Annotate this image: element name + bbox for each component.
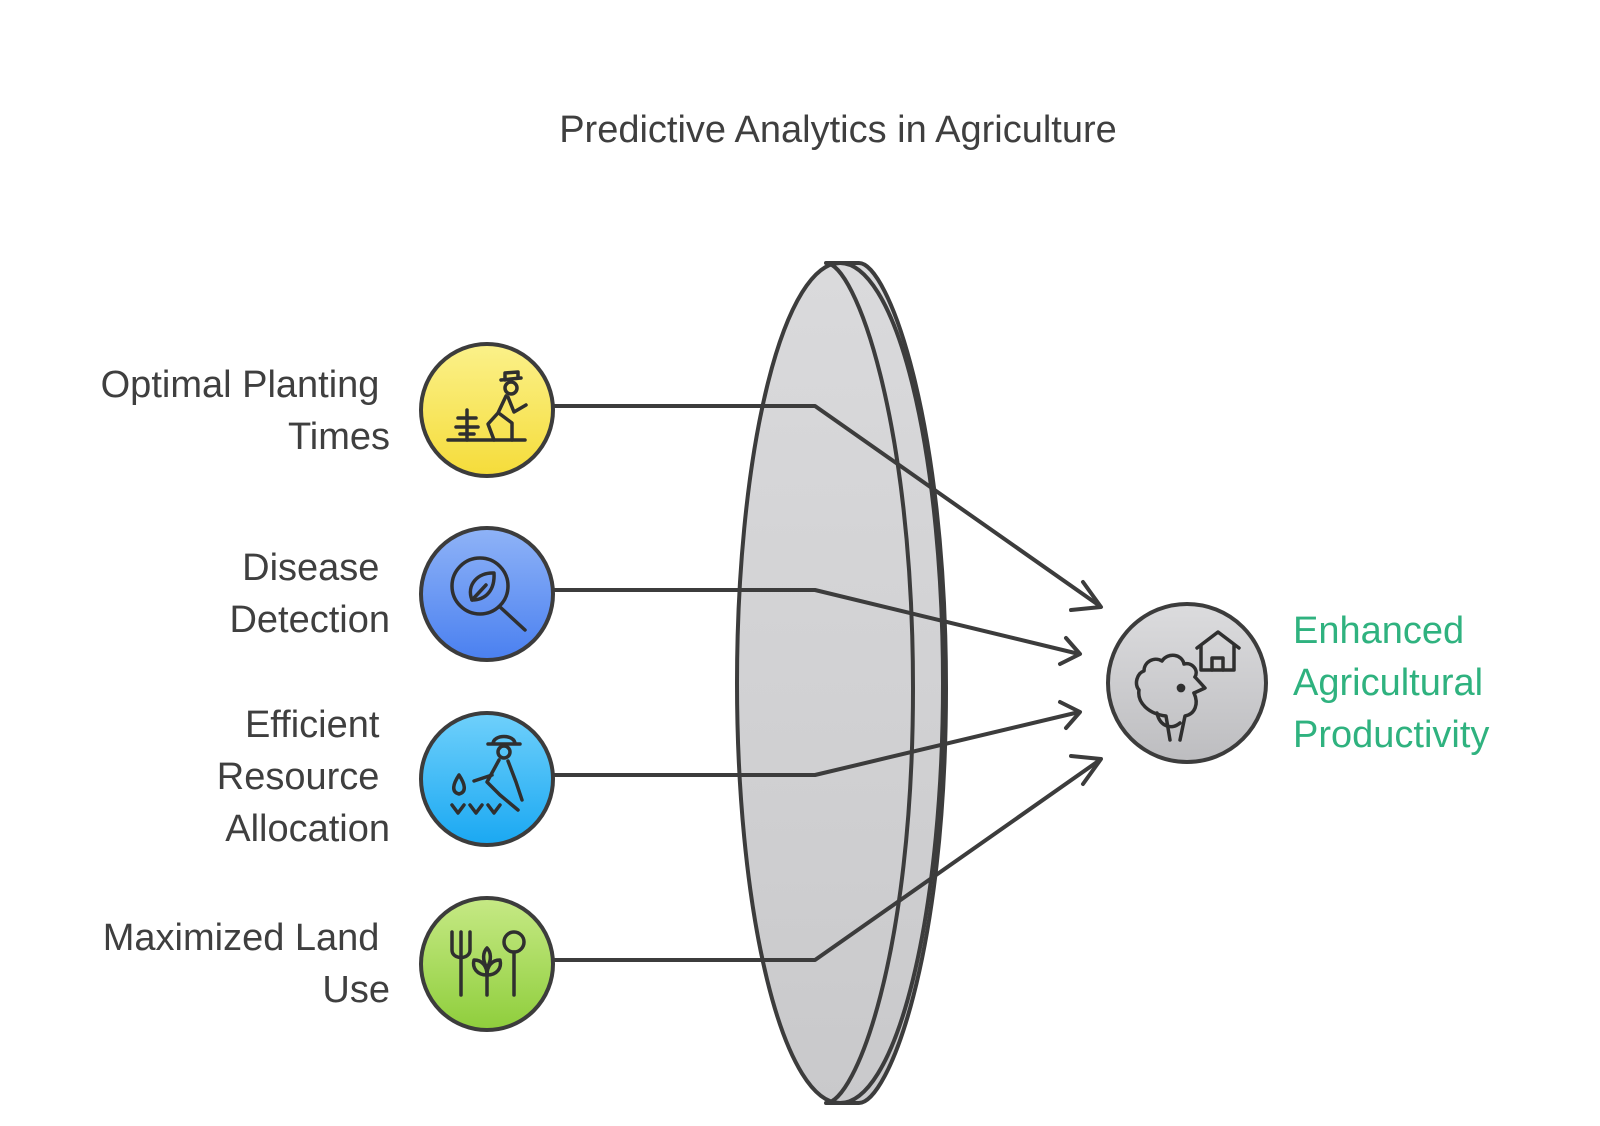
output-label-line: Productivity [1293,714,1489,756]
input-label-line: Detection [229,599,390,641]
diagram-title: Predictive Analytics in Agriculture [559,109,1117,151]
connector-land-use [551,760,1099,962]
arrowhead-resource-allocation [1058,700,1082,730]
arrowhead-disease-detection [1058,636,1082,666]
input-circle-land-use [419,896,555,1032]
lens-shape [735,261,948,1105]
farmer-watering-icon [450,734,524,815]
input-node-resource-allocation [419,711,555,847]
input-label-line: Resource [217,756,380,798]
connector-lines [551,404,1103,962]
pitchfork-sprout-icon [450,930,526,997]
lens-rim-line [825,261,916,1105]
input-label-line: Maximized Land [103,917,380,959]
lens-front-face [735,261,945,1105]
input-node-optimal-planting [419,342,555,478]
connector-optimal-planting [551,404,1099,606]
input-label-line: Allocation [225,808,390,850]
input-label-line: Disease [242,547,379,589]
input-label-land-use: Maximized Land Use [103,917,390,1011]
output-label: Enhanced Agricultural Productivity [1293,610,1494,756]
farmer-planting-icon [446,370,528,442]
arrowhead-optimal-planting [1069,580,1103,612]
input-label-disease-detection: Disease Detection [229,547,390,641]
input-label-line: Efficient [245,704,380,746]
output-label-line: Enhanced [1293,610,1464,652]
leaf-magnifier-icon [450,556,527,632]
connector-disease-detection [551,588,1077,655]
input-node-land-use [419,896,555,1032]
rooster-farmhouse-icon [1134,630,1241,742]
input-label-line: Optimal Planting [101,364,380,406]
connector-resource-allocation [551,711,1077,777]
input-label-line: Use [322,969,390,1011]
input-label-resource-allocation: Efficient Resource Allocation [217,704,390,850]
output-label-line: Agricultural [1293,662,1483,704]
input-label-line: Times [288,416,390,458]
output-circle [1106,602,1268,764]
input-label-optimal-planting: Optimal Planting Times [101,364,390,458]
arrowhead-land-use [1069,754,1103,786]
output-node [1106,602,1268,764]
input-node-disease-detection [419,526,555,662]
input-circle-optimal-planting [419,342,555,478]
